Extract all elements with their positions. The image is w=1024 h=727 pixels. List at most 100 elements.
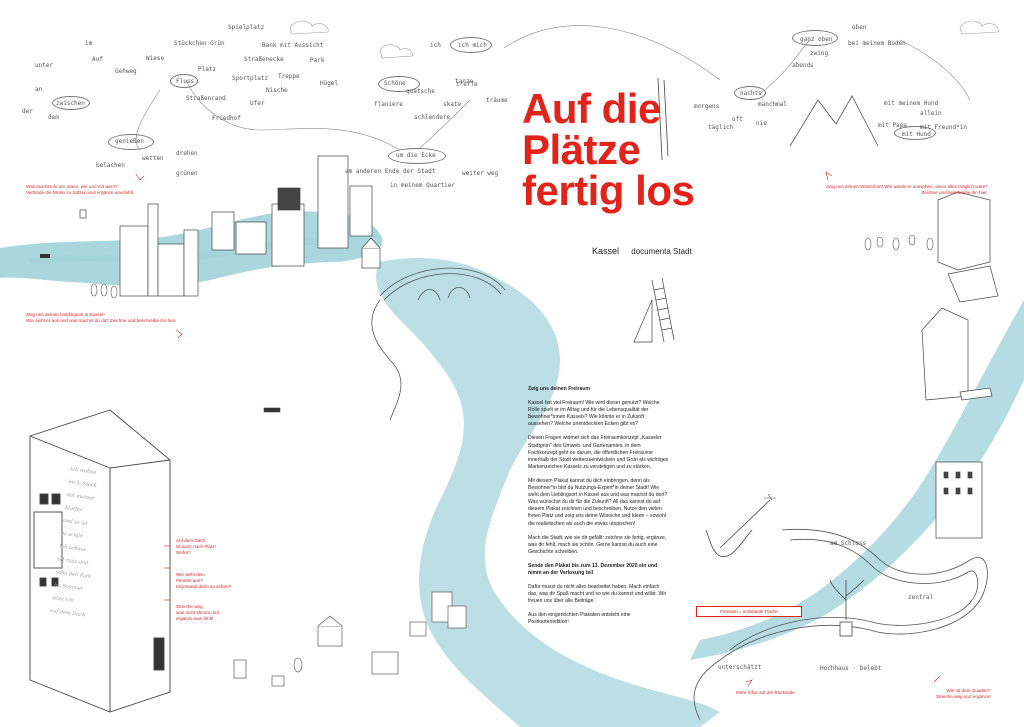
brand-logo: Kassel documenta Stadt <box>592 246 692 256</box>
plant <box>829 579 865 637</box>
sketch-word: mit meinem Hund <box>884 100 939 107</box>
ladder <box>633 277 675 343</box>
sketch-word: Stückchen Grün <box>174 40 225 47</box>
sketch-word: Park <box>310 57 325 64</box>
poster-title: Auf die Plätze fertig los <box>522 85 695 212</box>
sketch-word: Straßenecke <box>244 56 284 63</box>
hanging-figure <box>657 77 669 161</box>
sketch-word: Treppe <box>278 73 300 80</box>
sketch-word: Friedhof <box>212 115 241 122</box>
sketch-word: nachts <box>740 90 762 97</box>
sketch-word: in meinem Quartier <box>390 182 456 189</box>
trees <box>90 234 934 673</box>
sketch-word: zwischen <box>56 100 85 107</box>
street-word: unterschätzt <box>718 664 762 671</box>
freiraum-label: Freiraum = unbebaute Fläche <box>696 606 802 617</box>
mountains <box>789 95 879 147</box>
hand-with-wand <box>705 493 776 558</box>
street-lines <box>693 528 988 721</box>
note-strike: Streiche weg, was nicht stimmt und ergän… <box>176 604 219 622</box>
body-heading: Zeig uns deinen Freiraum <box>528 386 590 392</box>
sketch-word: schlendere <box>414 114 451 121</box>
sketch-word: nie <box>756 120 767 127</box>
bubble-um-die-ecke <box>388 148 446 164</box>
sketch-word: mit Hund <box>902 131 931 138</box>
body-paragraph-2: Diesen Fragen widmet sich das Freiraumko… <box>528 435 669 470</box>
bubble-zwischen <box>52 96 90 110</box>
brand-name: documenta Stadt <box>631 247 692 256</box>
small-houses <box>233 407 467 687</box>
body-paragraph-3: Mit diesem Plakat kannst du dich einbrin… <box>528 477 668 527</box>
sketch-word: Straßenrand <box>186 95 226 102</box>
sketch-word: Wiese <box>146 55 165 62</box>
sketch-word: an <box>35 86 43 93</box>
sketch-word: Fluss <box>176 78 195 85</box>
bubble-schoene <box>378 76 420 92</box>
title-line-2: Plätze <box>522 126 641 173</box>
title-line-1: Auf die <box>522 85 661 132</box>
sketch-word: Platz <box>198 66 217 73</box>
sketch-word: skate <box>443 101 462 108</box>
sketch-word: genießen <box>115 138 144 145</box>
bubble-nachts <box>734 86 766 100</box>
sketch-word: Nische <box>266 87 288 94</box>
note-roof: Auf dem Dach ist auch noch Platz! Wofür? <box>176 538 216 556</box>
sketch-word: treffe <box>456 81 478 88</box>
sketch-word: oben <box>852 24 867 31</box>
sketch-word: manchmal <box>758 101 787 108</box>
sketch-word: quatsche <box>406 88 435 95</box>
body-text: Zeig uns deinen Freiraum Kassel hat viel… <box>528 386 670 634</box>
sketch-word: weiter weg <box>462 170 499 177</box>
sketch-word: Bank mit Aussicht <box>262 42 324 49</box>
sketch-word: bei meinem Boden <box>848 40 906 47</box>
sketch-word: um die Ecke <box>396 152 436 159</box>
bubble-fluss <box>170 74 198 88</box>
sketch-word: unter <box>35 62 54 69</box>
sketch-word: belachen <box>96 162 125 169</box>
sketch-word: der <box>22 108 33 115</box>
body-deadline: Sende den Plakat bis zum 13. Dezember 20… <box>528 562 658 576</box>
sketch-word: Auf <box>92 56 103 63</box>
sketch-word: dem <box>48 114 59 121</box>
sketch-word: Sportplatz <box>232 75 269 82</box>
sketch-word: abends <box>792 62 814 69</box>
sketch-word: ganz oben <box>800 36 833 43</box>
bridge-drawing <box>371 267 506 421</box>
sketch-word: täglich <box>708 124 734 131</box>
body-paragraph-4: Mach die Stadt, wie sie dir gefällt: zei… <box>528 534 667 555</box>
boat <box>40 254 50 258</box>
sketch-word: mit Freund*in <box>920 124 967 131</box>
sketch-word: Spielplatz <box>228 24 265 31</box>
sketch-word: Hügel <box>320 80 339 87</box>
note-window: Wie sieht dein Fenster aus? Ist jemand d… <box>176 572 232 590</box>
sketch-word: zwing <box>810 50 829 57</box>
street-word: Hochhaus · belebt <box>820 665 882 672</box>
sketch-word: flaniere <box>374 101 403 108</box>
city-skyline <box>79 155 381 297</box>
tower-drawing <box>29 409 171 713</box>
clouds <box>289 20 999 59</box>
sketch-word: ich mich <box>458 42 487 49</box>
thought-lines <box>135 25 971 151</box>
note-top-left: Was machst du wo, wann, wie und mit wem?… <box>26 184 135 196</box>
body-paragraph-6: Dafür musst du nicht alles bearbeitet ha… <box>528 584 667 605</box>
sketch-word: träume <box>486 97 508 104</box>
note-bottom-right: Wie ist dein Quartier? Streiche weg und … <box>936 688 991 700</box>
sketch-word: am anderen Ende der Stadt <box>345 168 436 175</box>
sketch-word: Ufer <box>250 100 265 107</box>
body-paragraph-1: Kassel hat viel Freiraum! Wie wird diese… <box>528 400 660 428</box>
bubble-ganz-oben <box>792 30 838 46</box>
sketch-word: wetten <box>142 155 164 162</box>
sketch-word: grünen <box>176 170 198 177</box>
bubble-genie <box>108 134 154 150</box>
sketch-word: allein <box>920 110 942 117</box>
sketch-word: Gehweg <box>115 68 137 75</box>
sketch-word: ich <box>430 42 441 49</box>
sketch-word: mit Papa <box>878 122 907 129</box>
note-top-right: Zeig uns deinen Wunschort! Wie würde er … <box>826 184 988 196</box>
right-houses <box>921 191 999 539</box>
sketch-word: drehen <box>176 150 198 157</box>
sketch-word: tanze <box>455 78 474 85</box>
